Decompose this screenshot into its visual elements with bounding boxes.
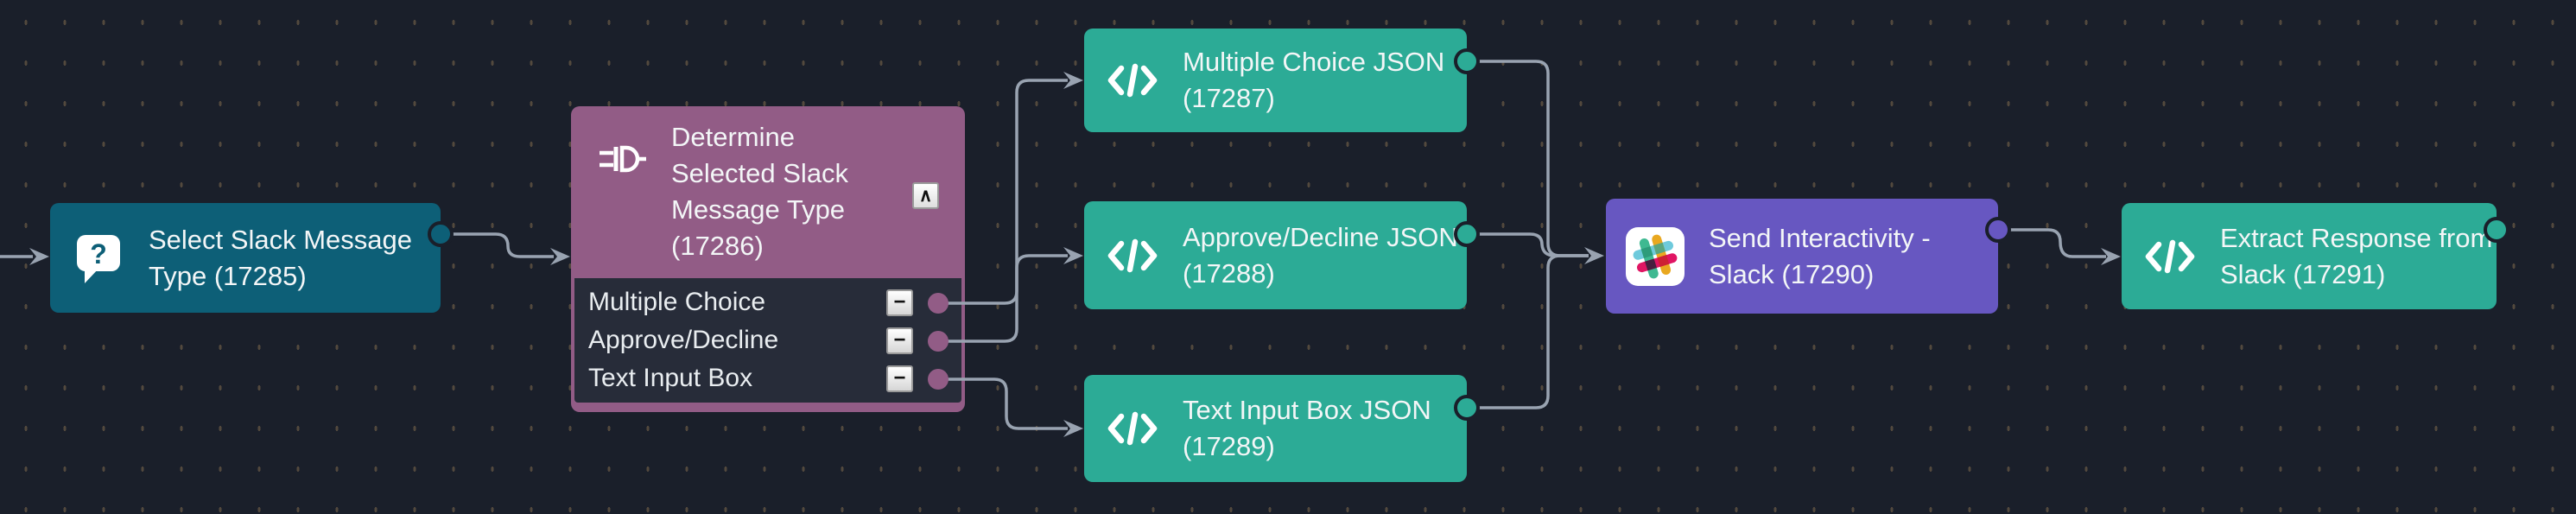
branch-row-multiple-choice[interactable]: Multiple Choice − xyxy=(574,283,961,321)
plug-icon xyxy=(597,141,649,177)
branch-label: Multiple Choice xyxy=(588,288,766,316)
remove-branch-button[interactable]: − xyxy=(886,365,913,392)
node-label: Send Interactivity - Slack (17290) xyxy=(1709,222,1931,289)
connector xyxy=(1478,254,1589,409)
node-label: Select Slack Message Type (17285) xyxy=(149,224,412,291)
svg-text:?: ? xyxy=(90,238,107,270)
branch-label: Approve/Decline xyxy=(588,326,779,354)
node-text-input-box-json[interactable]: Text Input Box JSON (17289) xyxy=(1084,375,1467,482)
minus-icon: − xyxy=(893,366,906,390)
chevron-up-icon: ∧ xyxy=(918,186,933,206)
arrowhead-icon xyxy=(550,248,570,265)
branch-row-approve-decline[interactable]: Approve/Decline − xyxy=(574,321,961,359)
arrowhead-icon xyxy=(1063,420,1083,437)
node-determine-selected-slack-message-type[interactable]: Determine Selected Slack Message Type (1… xyxy=(571,106,965,412)
branch-options-panel: Multiple Choice − Approve/Decline − Text… xyxy=(574,278,961,403)
slack-icon xyxy=(1626,226,1685,286)
minus-icon: − xyxy=(893,290,906,314)
remove-branch-button[interactable]: − xyxy=(886,289,913,316)
node-extract-response-from-slack[interactable]: Extract Response from Slack (17291) xyxy=(2122,203,2497,309)
arrowhead-icon xyxy=(1063,247,1083,264)
node-label: Text Input Box JSON (17289) xyxy=(1183,395,1431,461)
connector xyxy=(948,254,1068,343)
branch-row-text-input-box[interactable]: Text Input Box − xyxy=(574,359,961,397)
code-icon xyxy=(1107,60,1158,101)
node-label: Determine Selected Slack Message Type (1… xyxy=(671,122,849,261)
arrowhead-icon xyxy=(29,248,49,265)
node-label: Approve/Decline JSON (17288) xyxy=(1183,221,1458,289)
node-send-interactivity-slack[interactable]: Send Interactivity - Slack (17290) xyxy=(1606,199,1998,314)
connector xyxy=(2009,228,2106,258)
code-icon xyxy=(2144,236,2196,277)
code-icon xyxy=(1107,235,1158,276)
branch-label: Text Input Box xyxy=(588,364,753,392)
connector xyxy=(1478,232,1589,257)
node-approve-decline-json[interactable]: Approve/Decline JSON (17288) xyxy=(1084,201,1467,309)
node-multiple-choice-json[interactable]: Multiple Choice JSON (17287) xyxy=(1084,29,1467,132)
question-bubble-icon: ? xyxy=(73,232,124,285)
arrowhead-icon xyxy=(1584,247,1604,264)
connector xyxy=(452,232,554,258)
connector xyxy=(948,378,1068,430)
connector xyxy=(1478,60,1589,257)
collapse-button[interactable]: ∧ xyxy=(912,182,939,209)
node-label: Extract Response from Slack (17291) xyxy=(2220,222,2493,289)
minus-icon: − xyxy=(893,328,906,352)
node-label: Multiple Choice JSON (17287) xyxy=(1183,47,1445,113)
remove-branch-button[interactable]: − xyxy=(886,327,913,354)
arrowhead-icon xyxy=(1063,72,1083,89)
code-icon xyxy=(1107,408,1158,449)
switch-header: Determine Selected Slack Message Type (1… xyxy=(574,106,961,278)
connector xyxy=(948,79,1068,305)
arrowhead-icon xyxy=(2101,248,2121,265)
node-select-slack-message-type[interactable]: ? Select Slack Message Type (17285) xyxy=(50,203,441,313)
